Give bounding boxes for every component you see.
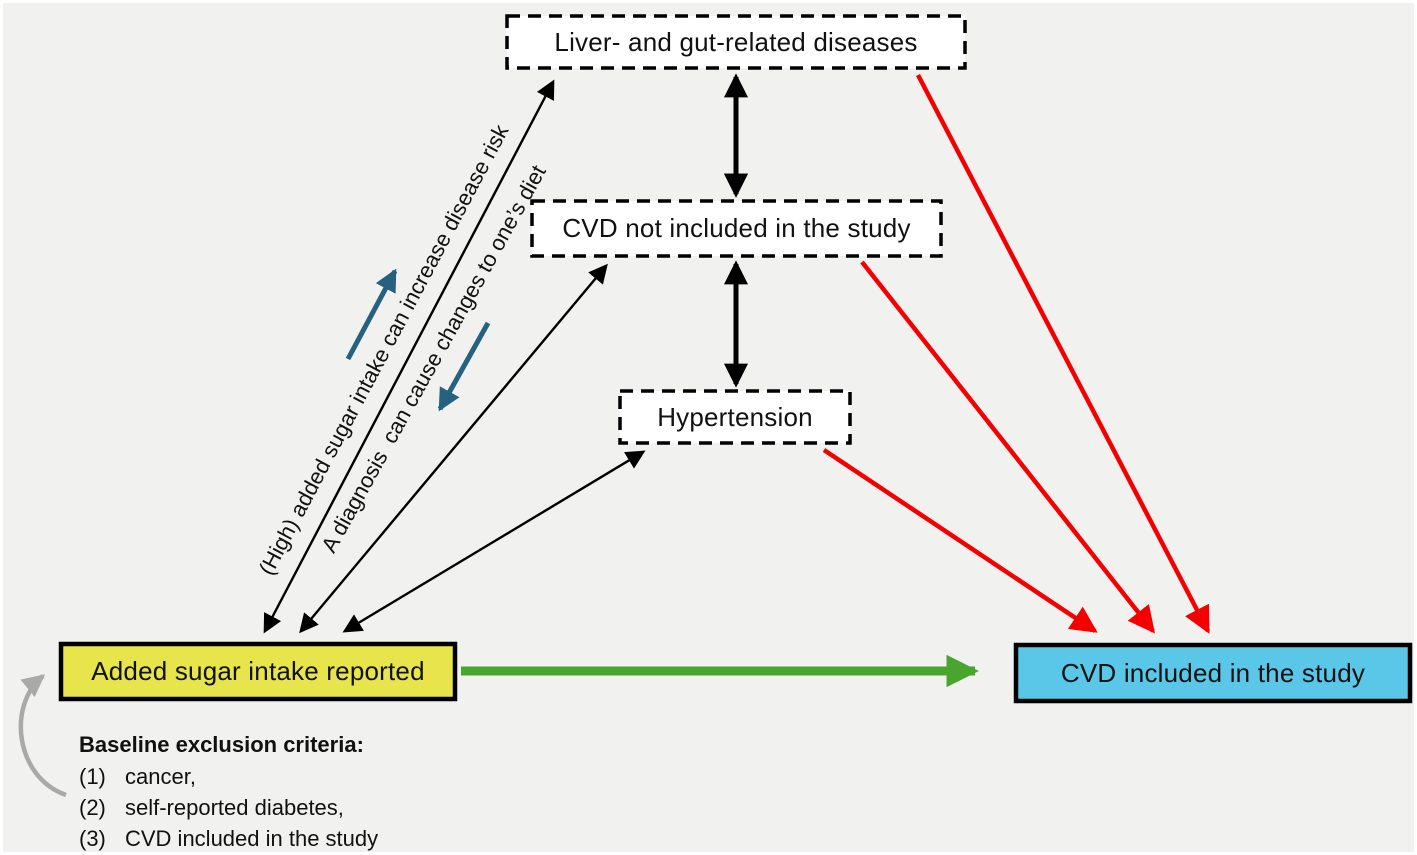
red-arrow-hypertension-to-cvdincluded (822, 448, 1098, 633)
arrow-layer (18, 14, 1413, 798)
node-box-cvd-not-included (530, 199, 943, 258)
double-arrow-sugar-cvdnotincluded (299, 263, 608, 634)
gray-loop-arrow-exclusion-to-sugar (18, 674, 67, 798)
exclusion-item-text: cancer, (125, 764, 196, 789)
double-arrow-sugar-liver (263, 79, 555, 634)
node-box-cvd-included (1013, 642, 1413, 704)
exclusion-criteria-note: Baseline exclusion criteria: (1) cancer,… (79, 732, 378, 851)
exclusion-criteria-title: Baseline exclusion criteria: (79, 732, 364, 757)
node-box-liver-gut (505, 14, 967, 70)
double-arrow-sugar-hypertension (342, 450, 646, 633)
dag-diagram: Liver- and gut-related diseases CVD not … (3, 3, 1414, 852)
red-arrow-cvdnotincluded-to-cvdincluded (860, 260, 1156, 634)
teal-down-arrow-icon (437, 321, 491, 412)
exclusion-item-number: (2) (79, 795, 106, 820)
exclusion-item-number: (3) (79, 826, 106, 851)
red-arrow-liver-to-cvdincluded (916, 73, 1210, 634)
exclusion-item-text: self-reported diabetes, (125, 795, 344, 820)
teal-up-arrow-icon (345, 268, 398, 361)
exclusion-criteria-list: (1) cancer, (2) self-reported diabetes, … (79, 765, 378, 851)
exclusion-item-text: CVD included in the study (125, 826, 379, 851)
node-box-added-sugar (58, 641, 458, 702)
exclusion-item-number: (1) (79, 764, 106, 789)
node-box-hypertension (618, 389, 852, 445)
